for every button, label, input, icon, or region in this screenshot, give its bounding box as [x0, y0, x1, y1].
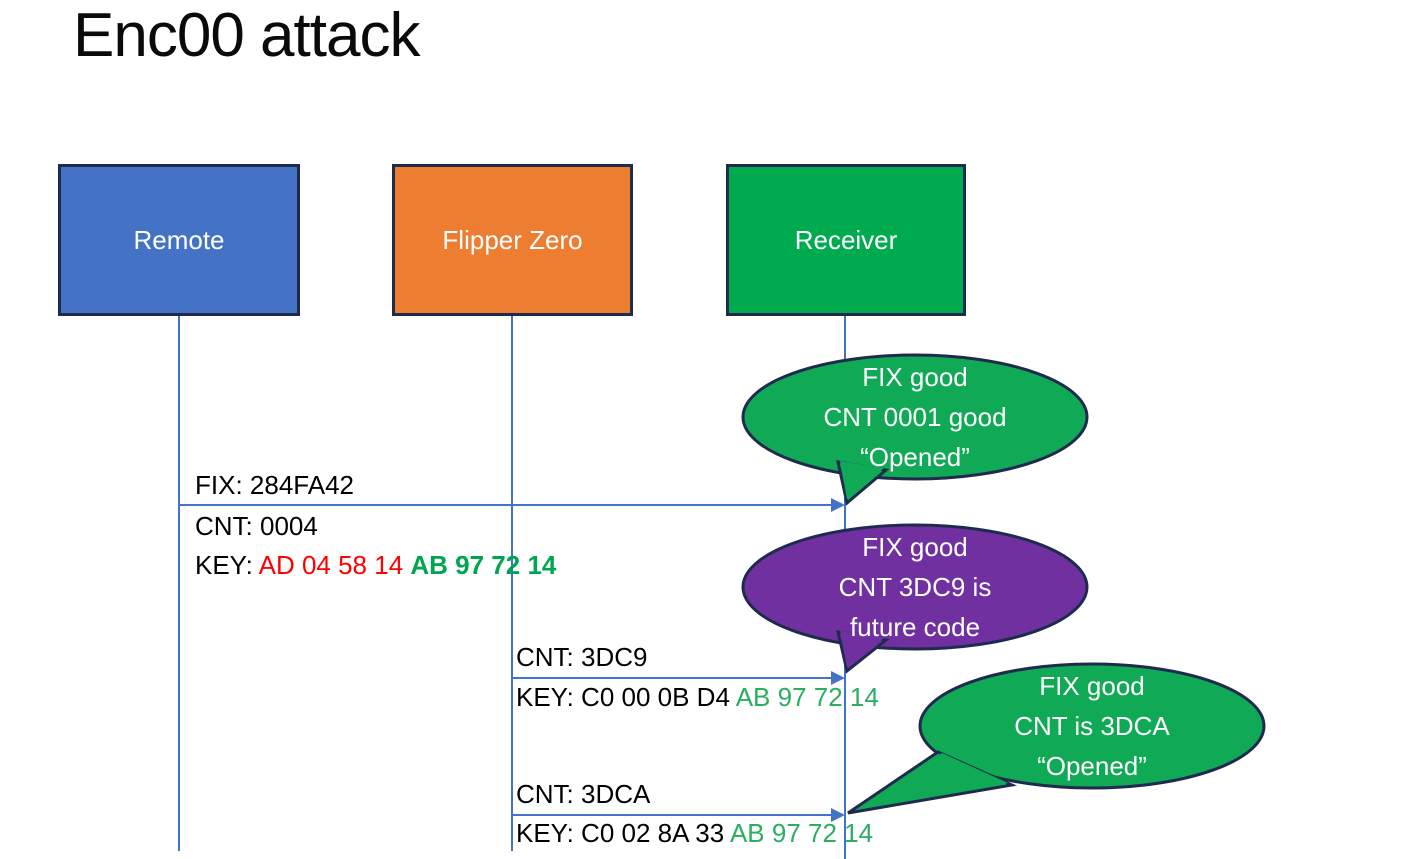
callout1-ellipse [741, 353, 1089, 481]
actor-box-receiver: Receiver [726, 164, 966, 316]
message1-key-green-bytes: AB 97 72 14 [410, 550, 557, 580]
callout2-line3: future code [849, 612, 981, 642]
message1-key-red-bytes: AD 04 58 14 [258, 550, 411, 580]
callout1-tail-fill [840, 461, 884, 499]
callout2-text: FIX good CNT 3DC9 is future code [743, 527, 1087, 647]
message3-key-prefix: KEY: [516, 818, 582, 848]
message1-fix-label: FIX: 284FA42 [195, 470, 354, 500]
lifeline-remote [178, 316, 180, 851]
message2-key-prefix: KEY: [516, 682, 582, 712]
message1-key-prefix: KEY: [195, 550, 259, 580]
message2-arrow-line [512, 677, 833, 679]
message3-arrow-line [512, 814, 833, 816]
message2-key-black-bytes: C0 00 0B D4 [581, 682, 736, 712]
slide-title: Enc00 attack [73, 1, 420, 70]
callout1-text: FIX good CNT 0001 good “Opened” [743, 357, 1087, 477]
callout1-line2: CNT 0001 good [823, 402, 1007, 432]
message3-key-label: KEY: C0 02 8A 33 AB 97 72 14 [516, 818, 873, 849]
callout-bubble-opened-1 [741, 353, 1089, 506]
message1-arrow-line [179, 504, 833, 506]
message2-arrowhead-icon [831, 671, 845, 685]
message1-arrowhead-icon [831, 498, 845, 512]
actor-label-remote: Remote [133, 224, 225, 255]
message2-cnt-label: CNT: 3DC9 [516, 642, 648, 672]
callout2-line2: CNT 3DC9 is [838, 572, 992, 602]
message2-key-green-bytes: AB 97 72 14 [735, 682, 879, 712]
callout-bubble-opened-2 [847, 662, 1266, 815]
message3-key-green-bytes: AB 97 72 14 [729, 818, 874, 848]
callout2-tail-fill [840, 631, 884, 667]
callout3-text: FIX good CNT is 3DCA “Opened” [920, 666, 1264, 786]
callout1-line1: FIX good [862, 362, 968, 392]
message2-key-label: KEY: C0 00 0B D4 AB 97 72 14 [516, 682, 879, 713]
message1-key-label: KEY: AD 04 58 14 AB 97 72 14 [195, 550, 556, 581]
actor-box-remote: Remote [58, 164, 300, 316]
callout-bubble-future-code [741, 523, 1089, 674]
message3-cnt-label: CNT: 3DCA [516, 779, 651, 809]
message3-arrowhead-icon [831, 808, 845, 822]
message1-cnt-label: CNT: 0004 [195, 511, 318, 541]
message3-key-black-bytes: C0 02 8A 33 [581, 818, 730, 848]
actor-label-flipper-zero: Flipper Zero [442, 224, 583, 255]
callout3-tail-fill [856, 753, 1008, 810]
callout2-line1: FIX good [862, 532, 968, 562]
callout3-line3: “Opened” [1037, 751, 1147, 781]
actor-label-receiver: Receiver [794, 224, 898, 255]
callout3-line2: CNT is 3DCA [1014, 711, 1170, 741]
callout1-line3: “Opened” [860, 442, 970, 472]
lifeline-flipper-zero [511, 316, 513, 851]
actor-box-flipper-zero: Flipper Zero [392, 164, 633, 316]
callout3-ellipse [918, 662, 1266, 790]
callout3-line1: FIX good [1039, 671, 1145, 701]
callout2-ellipse [741, 523, 1089, 651]
